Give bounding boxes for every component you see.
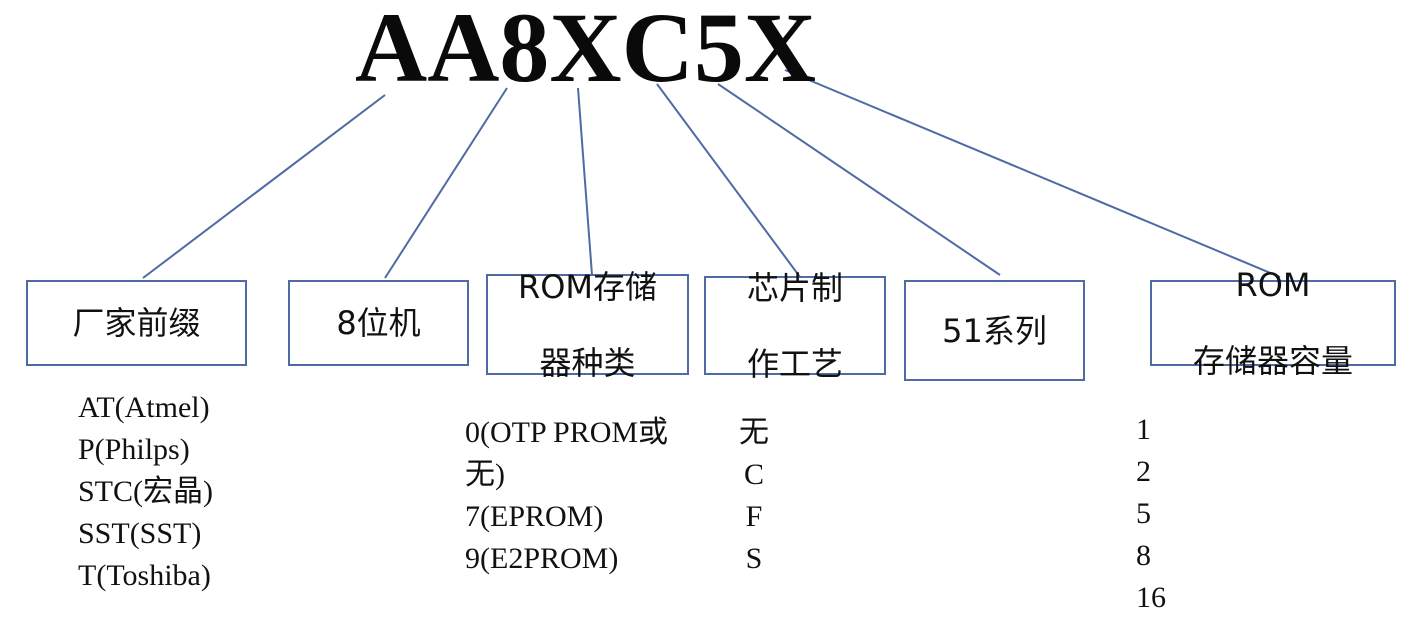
box-label-line1: 51系列	[942, 311, 1047, 350]
box-label-line1: ROM	[1235, 266, 1311, 304]
part-number-title: AA8XC5X	[355, 0, 817, 103]
connector-8bit	[384, 87, 508, 279]
list-item: 无)	[465, 458, 505, 491]
list-item: C	[743, 458, 764, 491]
connector-rom-type	[577, 87, 593, 276]
connector-51-series	[717, 83, 1001, 276]
list-item: SST(SST)	[78, 517, 202, 550]
list-item: STC(宏晶)	[78, 475, 213, 508]
box-8bit: 8位机	[288, 280, 469, 366]
rom-type-list: 0(OTP PROM或 无) 7(EPROM) 9(E2PROM)	[465, 412, 668, 580]
list-item: 16	[1136, 581, 1166, 614]
list-item: P(Philps)	[78, 433, 190, 466]
capacity-list: 1 2 5 8 16	[1136, 409, 1166, 619]
list-item: F	[745, 500, 763, 533]
box-label-line1: ROM存储	[517, 267, 658, 306]
manufacturer-list: AT(Atmel) P(Philps) STC(宏晶) SST(SST) T(T…	[78, 387, 213, 597]
box-label-line2: 作工艺	[746, 344, 843, 383]
list-item: 无	[739, 416, 769, 449]
box-label-line2: 存储器容量	[1192, 342, 1353, 380]
list-item: 5	[1136, 497, 1151, 530]
box-label-line1: 8位机	[336, 304, 421, 342]
connector-manufacturer	[142, 94, 386, 279]
box-label-line1: 芯片制	[746, 268, 843, 307]
connector-rom-capacity	[784, 69, 1281, 278]
box-51-series: 51系列	[904, 280, 1085, 381]
list-item: AT(Atmel)	[78, 391, 210, 424]
list-item: 9(E2PROM)	[465, 542, 619, 575]
box-label-line2: 器种类	[539, 343, 636, 382]
box-rom-type: ROM存储 器种类	[486, 268, 689, 382]
box-process: 芯片制 作工艺	[704, 269, 886, 383]
list-item: S	[745, 542, 763, 575]
list-item: 8	[1136, 539, 1151, 572]
list-item: 1	[1136, 413, 1151, 446]
box-rom-capacity: ROM 存储器容量	[1150, 266, 1396, 380]
list-item: 7(EPROM)	[465, 500, 604, 533]
connector-process	[656, 83, 801, 278]
list-item: T(Toshiba)	[78, 559, 211, 592]
list-item: 0(OTP PROM或	[465, 416, 669, 449]
box-manufacturer-prefix: 厂家前缀	[26, 280, 247, 366]
box-label-line1: 厂家前缀	[72, 304, 201, 342]
list-item: 2	[1136, 455, 1151, 488]
process-list: 无 C F S	[738, 412, 770, 580]
